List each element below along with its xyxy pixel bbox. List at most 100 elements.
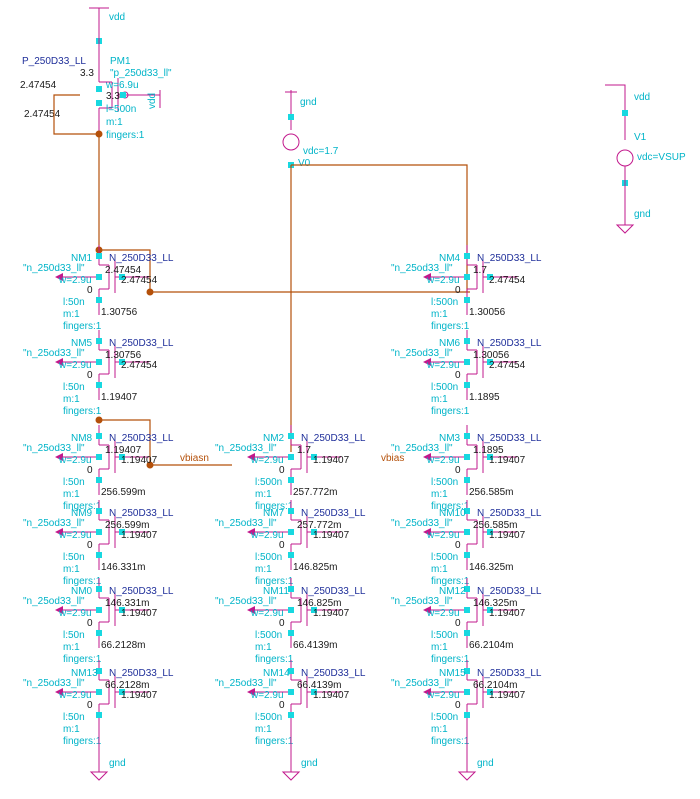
nm0-bulk-v: 0 — [87, 618, 93, 629]
nm7-inst: NM7 — [263, 508, 285, 519]
nm3-inst: NM3 — [439, 433, 461, 444]
nm4-bulk-arrow — [423, 273, 431, 281]
nm10-cell: N_250D33_LL — [477, 508, 542, 519]
nm11-w: w=2.9u — [250, 608, 284, 619]
nm1-cell: N_250D33_LL — [109, 253, 174, 264]
nm8-bulk-pin — [96, 454, 102, 460]
nm11-l: l:500n — [255, 630, 282, 641]
nmos-nm6[interactable]: N_250D33_LLNM6"n_25od33_ll"w=2.9ul:500nm… — [391, 330, 542, 417]
nm10-model: "n_25od33_ll" — [391, 518, 453, 529]
nmos-nm5[interactable]: N_250D33_LLNM5"n_25od33_ll"w=2.9ul:50nm:… — [23, 330, 174, 417]
nm2-gate-pin — [311, 454, 317, 460]
nm1-gate-pin — [119, 274, 125, 280]
vdc-supply-v1[interactable]: vdd V1 vdc=VSUP gnd — [605, 84, 686, 234]
nm9-vd: 256.599m — [105, 520, 149, 531]
nm12-gate-pin — [487, 607, 493, 613]
nm13-vg: 1.19407 — [121, 690, 158, 701]
nm3-l: l:500n — [431, 477, 458, 488]
nm1-model: "n_250d33_ll" — [23, 263, 85, 274]
nm12-w: w=2.9u — [426, 608, 460, 619]
nm2-inst: NM2 — [263, 433, 285, 444]
nm10-vs: 146.325m — [469, 562, 513, 573]
vdc-reference[interactable]: gnd vdc=1.7 V0 — [282, 90, 339, 169]
nmos-nm14[interactable]: N_250D33_LLNM14"n_25od33_ll"w=2.9ul:500n… — [215, 660, 366, 747]
nmos-nm4[interactable]: N_250D33_LLNM4"n_25od33_ll"w=2.9ul:500nm… — [391, 245, 542, 332]
nm15-bulk-arrow — [423, 688, 431, 696]
nm6-vd: 1.30056 — [473, 350, 510, 361]
nm15-bulk-pin — [464, 689, 470, 695]
nm4-drain-pin — [464, 253, 470, 259]
nm1-m: m:1 — [63, 309, 80, 320]
nm7-model: "n_25od33_ll" — [215, 518, 277, 529]
nm15-m: m:1 — [431, 724, 448, 735]
nm11-vs: 66.4139m — [293, 640, 337, 651]
nmos-nm11[interactable]: N_250D33_LLNM11"n_25od33_ll"w=2.9ul:500n… — [215, 578, 366, 665]
nm3-m: m:1 — [431, 489, 448, 500]
nm5-gate-pin — [119, 359, 125, 365]
nm0-bulk-arrow — [55, 606, 63, 614]
ground-1: gnd — [89, 730, 126, 781]
nm1-bulk-arrow — [55, 273, 63, 281]
nm13-m: m:1 — [63, 724, 80, 735]
nm8-vd: 1.19407 — [105, 445, 142, 456]
nm5-cell: N_250D33_LL — [109, 338, 174, 349]
nm9-cell: N_250D33_LL — [109, 508, 174, 519]
nm4-w: w=2.9u — [426, 275, 460, 286]
nmos-nm3[interactable]: N_250D33_LLNM3"n_25od33_ll"w=2.9ul:500nm… — [391, 425, 542, 512]
pmos-pm1[interactable]: vdd P_250D33_LL PM1 3.3 "p_250d33_ll" w=… — [20, 7, 172, 141]
nmos-nm13[interactable]: N_250D33_LLNM13"n_25od33_ll"w=2.9ul:50nm… — [23, 660, 174, 747]
nm11-bulk-v: 0 — [279, 618, 285, 629]
nm13-w: w=2.9u — [58, 690, 92, 701]
nm3-bulk-pin — [464, 454, 470, 460]
nm4-fingers: fingers:1 — [431, 321, 470, 332]
nm11-gate-pin — [311, 607, 317, 613]
nm6-w: w=2.9u — [426, 360, 460, 371]
nm8-vs: 256.599m — [101, 487, 145, 498]
nm8-vg: 1.19407 — [121, 455, 158, 466]
nmos-nm12[interactable]: N_250D33_LLNM12"n_25od33_ll"w=2.9ul:500n… — [391, 578, 542, 665]
vbiasn-label-right: vbias — [381, 453, 404, 464]
nm1-vd: 2.47454 — [105, 265, 142, 276]
nm9-bulk-v: 0 — [87, 540, 93, 551]
nm10-m: m:1 — [431, 564, 448, 575]
nm2-vd: 1.7 — [297, 445, 311, 456]
nm5-inst: NM5 — [71, 338, 93, 349]
nm3-fingers: fingers:1 — [431, 501, 470, 512]
nm14-drain-pin — [288, 668, 294, 674]
nm0-cell: N_250D33_LL — [109, 586, 174, 597]
nm5-drain-pin — [96, 338, 102, 344]
nm6-gate-pin — [487, 359, 493, 365]
nm0-vs: 66.2128m — [101, 640, 145, 651]
nm8-model: "n_25od33_ll" — [23, 443, 85, 454]
nm4-bulk-pin — [464, 274, 470, 280]
nm11-m: m:1 — [255, 642, 272, 653]
nm2-vs: 257.772m — [293, 487, 337, 498]
nmos-nm2[interactable]: N_250D33_LLNM2"n_25od33_ll"w=2.9ul:500nm… — [215, 425, 366, 512]
nm5-source-pin — [96, 382, 102, 388]
nm3-w: w=2.9u — [426, 455, 460, 466]
nm7-l: l:500n — [255, 552, 282, 563]
nm2-bulk-pin — [288, 454, 294, 460]
nmos-nm15[interactable]: N_250D33_LLNM15"n_25od33_ll"w=2.9ul:500n… — [391, 660, 542, 747]
nm9-drain-pin — [96, 508, 102, 514]
nm11-cell: N_250D33_LL — [301, 586, 366, 597]
nm5-m: m:1 — [63, 394, 80, 405]
nm5-l: l:50n — [63, 382, 85, 393]
nmos-nm1[interactable]: N_250D33_LLNM1"n_250d33_ll"w=2.9ul:50nm:… — [23, 245, 174, 332]
nm2-source-pin — [288, 477, 294, 483]
nmos-nm7[interactable]: N_250D33_LLNM7"n_25od33_ll"w=2.9ul:500nm… — [215, 500, 366, 587]
nm6-fingers: fingers:1 — [431, 406, 470, 417]
nmos-nm8[interactable]: N_250D33_LLNM8"n_25od33_ll"w=2.9ul:50nm:… — [23, 425, 174, 512]
nm8-source-pin — [96, 477, 102, 483]
nm4-model: "n_25od33_ll" — [391, 263, 453, 274]
nm6-source-pin — [464, 382, 470, 388]
nm2-bulk-arrow — [247, 453, 255, 461]
nmos-nm0[interactable]: N_250D33_LLNM0"n_25od33_ll"w=2.9ul:50nm:… — [23, 578, 174, 665]
nm11-bulk-pin — [288, 607, 294, 613]
nmos-nm10[interactable]: N_250D33_LLNM10"n_25od33_ll"w=2.9ul:500n… — [391, 500, 542, 587]
nm7-bulk-arrow — [247, 528, 255, 536]
nmos-nm9[interactable]: N_250D33_LLNM9"n_25od33_ll"w=2.9ul:50nm:… — [23, 500, 174, 587]
nm11-fingers: fingers:1 — [255, 654, 294, 665]
